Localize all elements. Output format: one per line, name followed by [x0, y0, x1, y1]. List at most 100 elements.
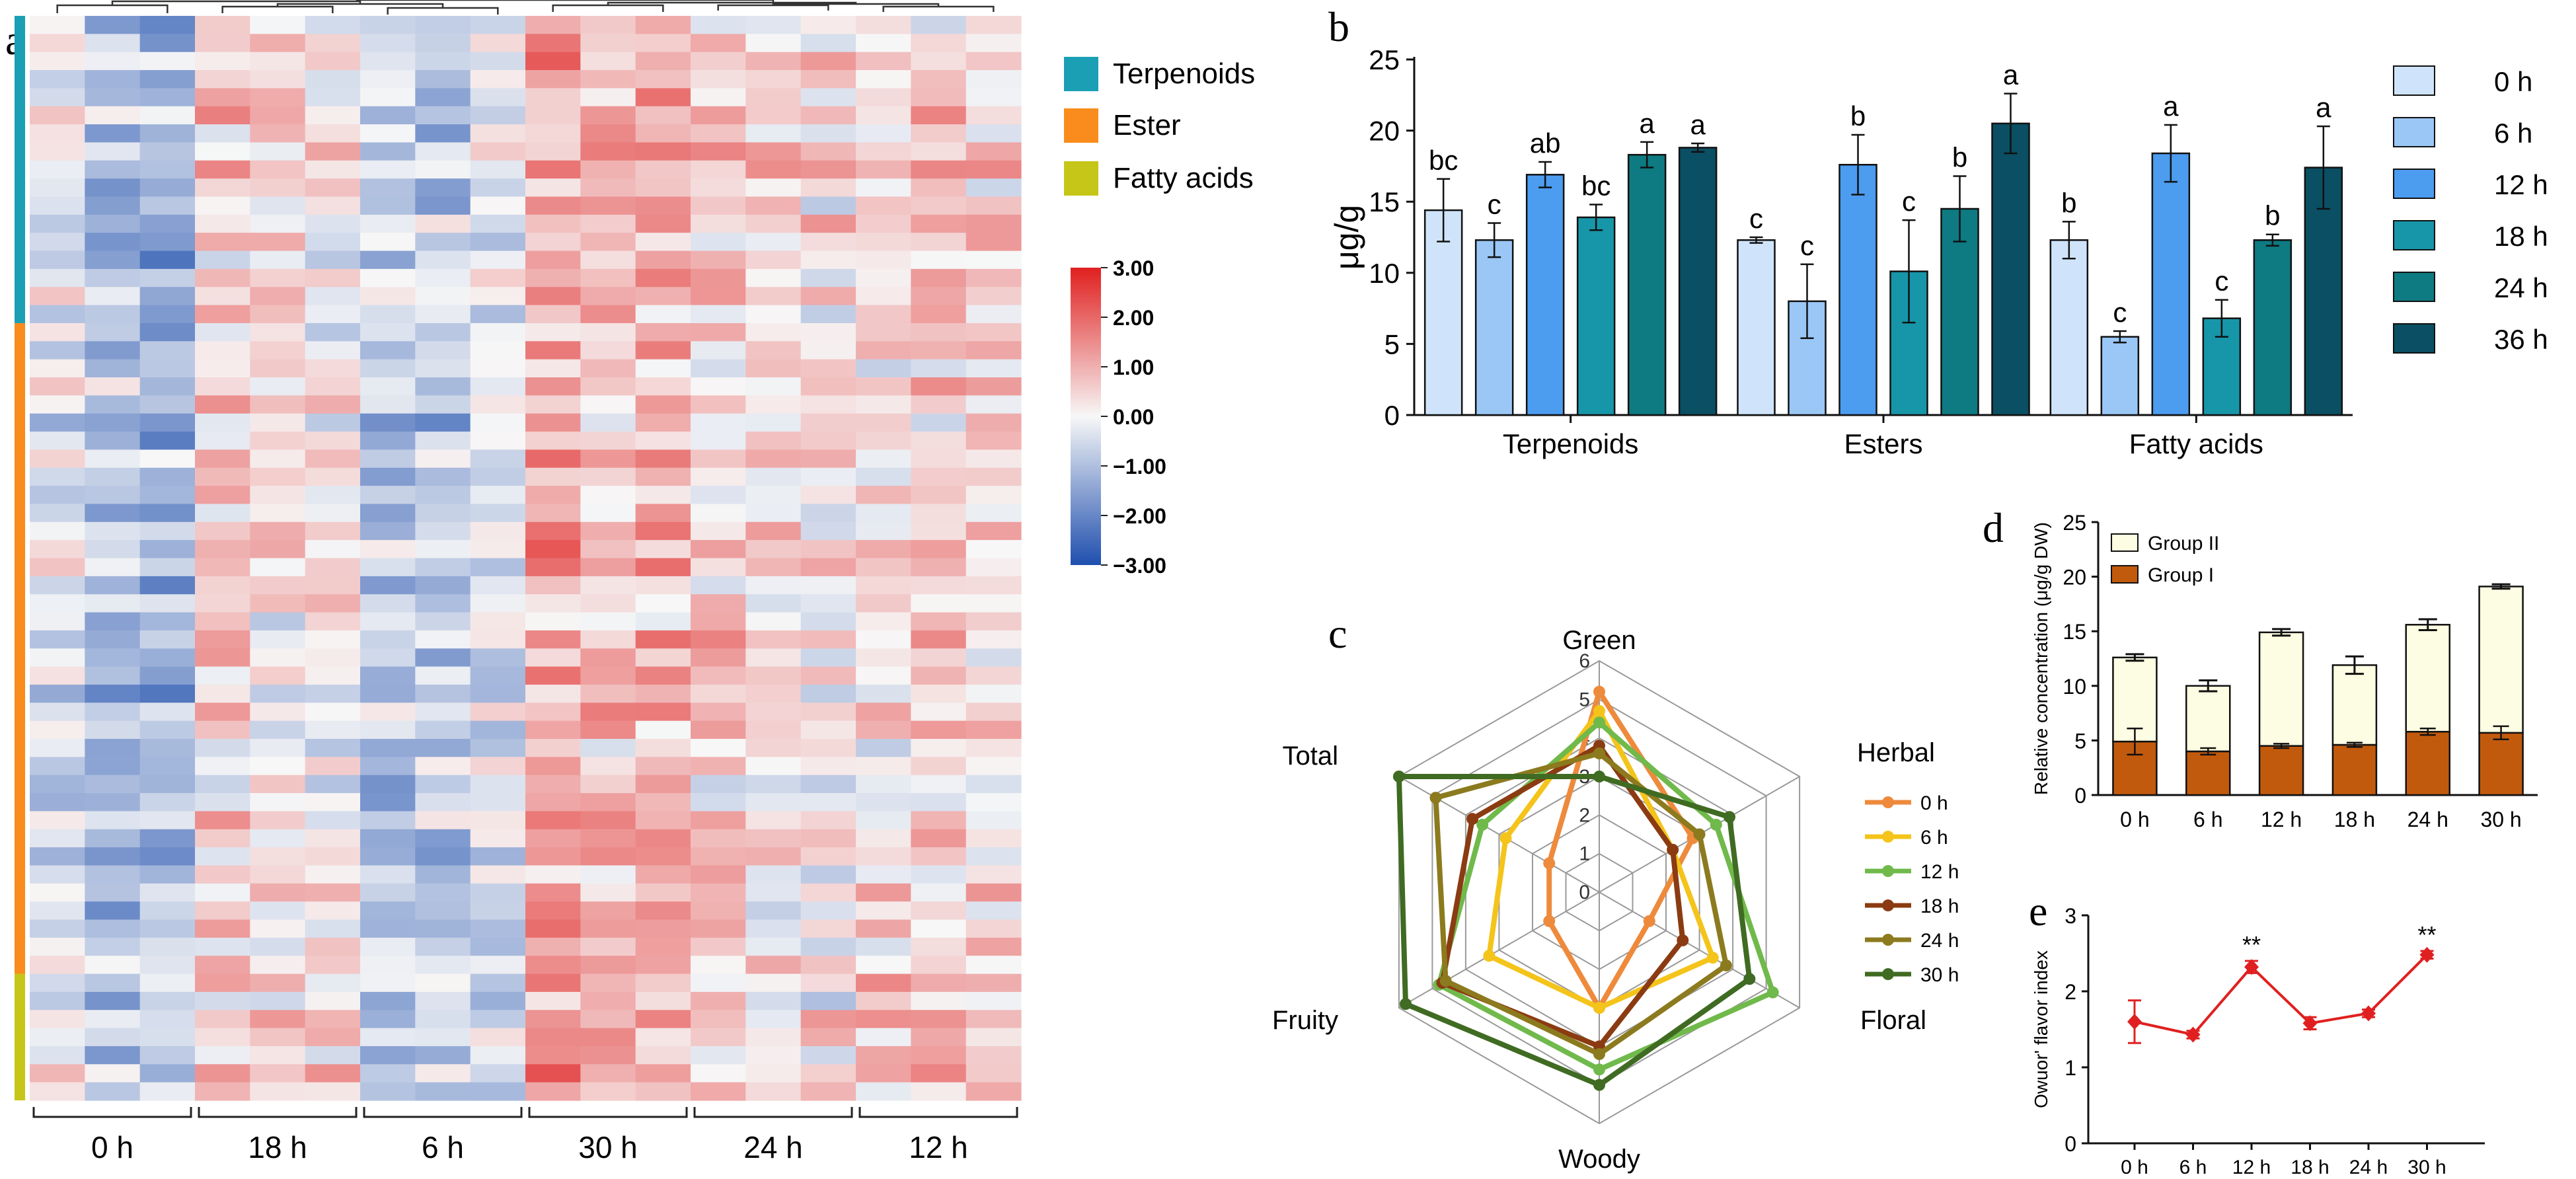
heatmap-cell	[415, 341, 471, 360]
heatmap-cell	[745, 142, 802, 161]
column-group-bracket	[528, 1107, 688, 1118]
heatmap-cell	[360, 775, 416, 794]
heatmap-cell	[745, 16, 802, 34]
heatmap-cell	[745, 305, 802, 324]
data-point	[2127, 1014, 2142, 1030]
heatmap-cell	[360, 70, 416, 89]
heatmap-cell	[360, 160, 416, 179]
heatmap-cell	[360, 612, 416, 631]
heatmap-cell	[635, 413, 691, 432]
heatmap-cell	[85, 811, 141, 830]
heatmap-cell	[360, 1028, 416, 1047]
heatmap-cell	[856, 250, 911, 270]
heatmap-cell	[635, 268, 691, 287]
heatmap-cell	[745, 52, 802, 71]
heatmap-cell	[691, 467, 746, 486]
heatmap-cell	[580, 486, 636, 505]
heatmap-cell	[415, 233, 471, 252]
heatmap-cell	[305, 178, 361, 198]
heatmap-cell	[139, 178, 196, 198]
heatmap-cell	[691, 70, 746, 89]
heatmap-cell	[30, 106, 85, 125]
heatmap-cell	[360, 449, 416, 469]
heatmap-cell	[139, 287, 196, 306]
heatmap-cell	[470, 287, 526, 306]
colorbar-tick-label: −1.00	[1113, 455, 1166, 478]
heatmap-cell	[856, 1010, 911, 1029]
radar-point	[1543, 857, 1556, 870]
heatmap-cell	[635, 521, 691, 541]
radar-tick-label: 1	[1579, 843, 1590, 865]
radar-axis-label: Floral	[1860, 1006, 1926, 1035]
heatmap-cell	[525, 377, 581, 396]
heatmap-cell	[580, 991, 636, 1010]
legend-label: 24 h	[2494, 272, 2548, 303]
heatmap-cell	[415, 775, 471, 794]
legend-swatch-group-1	[2111, 565, 2139, 584]
heatmap-cell	[195, 196, 250, 215]
significance-letter: a	[1639, 108, 1655, 139]
heatmap-cell	[305, 811, 361, 830]
heatmap-cell	[635, 52, 691, 71]
heatmap-cell	[305, 847, 361, 866]
heatmap-cell	[800, 377, 856, 396]
error-bar	[1851, 133, 1865, 196]
heatmap-cell	[745, 793, 802, 812]
heatmap-cell	[85, 124, 141, 143]
heatmap-cell	[470, 865, 526, 884]
bar	[1991, 122, 2030, 416]
heatmap-cell	[30, 901, 85, 921]
heatmap-cell	[195, 341, 250, 360]
heatmap-cell	[470, 576, 526, 595]
heatmap-cell	[415, 178, 471, 198]
heatmap-cell	[800, 648, 856, 667]
y-tick-label: 20	[2063, 566, 2086, 590]
heatmap-cell	[195, 684, 250, 703]
heatmap-cell	[635, 214, 691, 233]
radar-point	[1710, 818, 1722, 831]
heatmap-cell	[470, 811, 526, 830]
heatmap-cell	[305, 703, 361, 722]
heatmap-cell	[195, 739, 250, 757]
heatmap-cell	[195, 630, 250, 649]
column-group-bracket	[32, 1107, 192, 1118]
heatmap-cell	[911, 1010, 967, 1029]
error-bar	[2418, 618, 2437, 632]
heatmap-cell	[856, 70, 911, 89]
heatmap-cell	[635, 720, 691, 740]
heatmap-cell	[195, 124, 250, 143]
heatmap-cell	[580, 666, 636, 685]
colorbar-tick-label: −2.00	[1113, 504, 1166, 528]
error-bar	[2127, 727, 2143, 756]
heatmap-cell	[856, 576, 911, 595]
heatmap-cell	[800, 829, 856, 848]
heatmap-cell	[635, 504, 691, 523]
heatmap-cell	[30, 576, 85, 595]
heatmap-cell	[360, 865, 416, 884]
error-bar	[2062, 221, 2076, 260]
heatmap-cell	[360, 684, 416, 703]
heatmap-cell	[800, 757, 856, 776]
column-group-label: 0 h	[91, 1130, 133, 1164]
heatmap-cell	[139, 486, 196, 505]
heatmap-cell	[745, 956, 802, 975]
heatmap-cell	[305, 865, 361, 884]
heatmap-cell	[360, 991, 416, 1010]
heatmap-cell	[911, 1028, 967, 1047]
error-bar	[2272, 628, 2291, 637]
heatmap-cell	[635, 178, 691, 198]
heatmap-cell	[966, 847, 1022, 866]
radar-point	[1593, 685, 1605, 698]
bar-group-2	[2185, 685, 2231, 753]
heatmap-cell	[580, 432, 636, 450]
heatmap-cell	[250, 413, 306, 432]
heatmap-cell	[360, 630, 416, 649]
heatmap-cell	[800, 1064, 856, 1083]
heatmap-cell	[470, 323, 526, 342]
data-point	[2185, 1026, 2201, 1043]
heatmap-cell	[470, 775, 526, 794]
error-bar	[2419, 727, 2436, 736]
heatmap-cell	[85, 720, 141, 740]
